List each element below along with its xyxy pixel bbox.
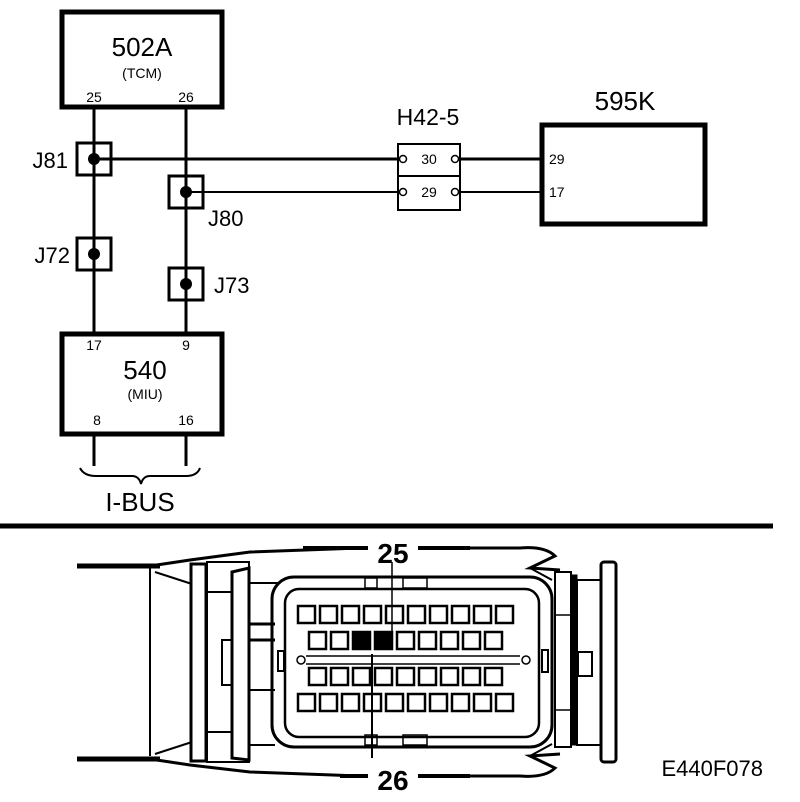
pin-cavity [472, 692, 493, 713]
pin-grid [296, 604, 515, 713]
pin-cavity [340, 604, 361, 625]
connector-face-view [77, 546, 618, 778]
miu-pin-17: 17 [86, 337, 102, 353]
pin-cavity [318, 692, 339, 713]
splice-j81: J81 [33, 141, 113, 177]
pin-cavity [373, 666, 394, 687]
splice-dot [88, 153, 100, 165]
tcm-name: (TCM) [122, 65, 162, 81]
splice-label-j80: J80 [208, 206, 243, 231]
pin-cavity [483, 630, 504, 651]
tcm-id: 502A [112, 32, 173, 62]
pin-cavity [439, 666, 460, 687]
splice-label-j81: J81 [33, 148, 68, 173]
splice-j73: J73 [167, 266, 249, 302]
pin-cavity [472, 604, 493, 625]
miu-block: 17 9 540 (MIU) 8 16 [59, 331, 225, 437]
pin-cavity-highlighted [351, 630, 372, 651]
tcm-pin-25: 25 [86, 89, 102, 105]
splice-label-j73: J73 [214, 273, 249, 298]
pin-cavity [417, 666, 438, 687]
miu-pin-8: 8 [93, 412, 101, 428]
pin-cavity [417, 630, 438, 651]
splice-j80: J80 [167, 174, 243, 231]
pin-cavity [450, 604, 471, 625]
miu-name: (MIU) [128, 386, 163, 402]
splice-j72: J72 [35, 236, 113, 272]
pin-cavity [329, 630, 350, 651]
h42-label: H42-5 [397, 104, 460, 130]
pin-cavity [384, 604, 405, 625]
pin-cavity [329, 666, 350, 687]
miu-pin-9: 9 [182, 337, 190, 353]
pin-cavity [384, 692, 405, 713]
callout-pin-25: 25 [377, 538, 408, 569]
pin-cavity [351, 666, 372, 687]
pin-cavity [406, 692, 427, 713]
h42-pin-29: 29 [421, 184, 437, 200]
pin-cavity [395, 666, 416, 687]
module-595k: 595K 29 17 [539, 86, 708, 227]
miu-id: 540 [123, 355, 166, 385]
pin-cavity [428, 604, 449, 625]
pin-cavity [450, 692, 471, 713]
pin-cavity [362, 604, 383, 625]
pin-cavity [494, 604, 515, 625]
pin-cavity-highlighted [373, 630, 394, 651]
pin-cavity [406, 604, 427, 625]
splice-dot [180, 278, 192, 290]
pin-cavity [461, 630, 482, 651]
ibus-brace [79, 467, 201, 485]
pin-cavity [296, 604, 317, 625]
pin-cavity [318, 604, 339, 625]
pin-cavity [307, 630, 328, 651]
module-595k-pin-29: 29 [549, 151, 565, 167]
pin-cavity [461, 666, 482, 687]
splice-dot [88, 248, 100, 260]
pin-cavity [307, 666, 328, 687]
tcm-pin-26: 26 [178, 89, 194, 105]
callout-leaders [303, 546, 470, 778]
callout-pin-26: 26 [377, 765, 408, 796]
pin-cavity [439, 630, 460, 651]
pin-cavity [494, 692, 515, 713]
module-595k-pin-17: 17 [549, 184, 565, 200]
pin-cavity [483, 666, 504, 687]
ibus-label: I-BUS [105, 487, 174, 517]
pin-cavity [296, 692, 317, 713]
module-595k-id: 595K [595, 86, 656, 116]
miu-pin-16: 16 [178, 412, 194, 428]
pin-cavity [340, 692, 361, 713]
figure-id: E440F078 [661, 756, 763, 781]
tcm-box [59, 9, 225, 110]
splice-label-j72: J72 [35, 243, 70, 268]
splice-dot [180, 186, 192, 198]
connector-h42-5: H42-5 30 29 [397, 104, 461, 211]
pin-cavity [395, 630, 416, 651]
h42-pin-30: 30 [421, 151, 437, 167]
tcm-block: 502A (TCM) 25 26 [59, 9, 225, 110]
pin-cavity [428, 692, 449, 713]
